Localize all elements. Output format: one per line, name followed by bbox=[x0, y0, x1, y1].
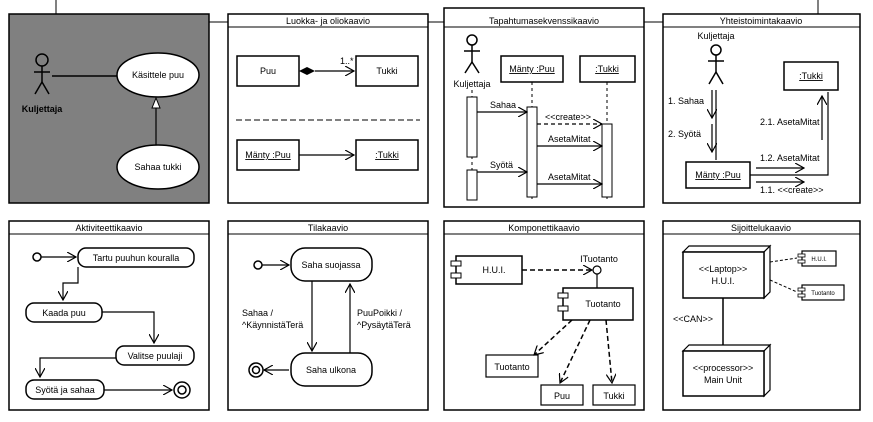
activity-panel: Aktiviteettikaavio Tartu puuhun kouralla… bbox=[8, 220, 210, 411]
component-tukki bbox=[592, 384, 636, 406]
sequence-object-tukki bbox=[579, 55, 636, 83]
class-box-tukki bbox=[355, 55, 419, 87]
usecase-ellipse-1 bbox=[116, 52, 200, 98]
deployment-node-processor bbox=[681, 343, 772, 398]
sequence-panel: Tapahtumasekvenssikaavio Kuljettaja Mänt… bbox=[443, 7, 645, 208]
object-box-tukki bbox=[355, 139, 419, 171]
component-hui-label: H.U.I. bbox=[482, 265, 505, 275]
collaboration-msg-12: 1.2. AsetaMitat bbox=[760, 153, 820, 163]
collaboration-msg-21: 2.1. AsetaMitat bbox=[760, 117, 820, 127]
deployment-panel-title: Sijoittelukaavio bbox=[731, 223, 791, 233]
state-label-2: Saha ulkona bbox=[306, 365, 356, 375]
state-node-1 bbox=[290, 247, 373, 282]
deployment-component-hui bbox=[801, 250, 837, 267]
deployment-node-laptop bbox=[681, 244, 772, 300]
usecase-panel: Kuljettaja Käsittele puu Sahaa tukki bbox=[8, 13, 210, 204]
usecase-actor-icon bbox=[34, 53, 50, 95]
sequence-msg-setdims-2: AsetaMitat bbox=[548, 172, 591, 182]
component-package-tuotanto bbox=[485, 354, 539, 378]
top-connector-line bbox=[55, 0, 819, 23]
object-box-manty bbox=[236, 139, 300, 171]
component-tuotanto-label: Tuotanto bbox=[585, 299, 620, 309]
class-panel-title: Luokka- ja oliokaavio bbox=[286, 16, 370, 26]
generalization-arrow-icon bbox=[151, 96, 161, 109]
activity-label-2: Kaada puu bbox=[42, 308, 86, 318]
activity-node-3 bbox=[115, 345, 195, 366]
usecase-ellipse-2 bbox=[116, 144, 200, 190]
sequence-object-manty-label: Mänty :Puu bbox=[509, 64, 555, 74]
state-transition-2-line1: PuuPoikki / bbox=[357, 308, 403, 318]
collaboration-actor-icon bbox=[708, 44, 724, 85]
deployment-node2-name: Main Unit bbox=[704, 375, 743, 385]
class-box-puu bbox=[236, 55, 300, 87]
deployment-node1-name: H.U.I. bbox=[711, 276, 734, 286]
sequence-object-tukki-label: :Tukki bbox=[595, 64, 619, 74]
class-panel: Luokka- ja oliokaavio Puu Tukki 1..* Män… bbox=[227, 13, 429, 204]
activity-start-icon bbox=[32, 252, 42, 262]
collaboration-panel-title: Yhteistoimintakaavio bbox=[720, 16, 803, 26]
component-panel-title: Komponettikaavio bbox=[508, 223, 580, 233]
deployment-node1-stereotype: <<Laptop>> bbox=[699, 264, 748, 274]
component-tukki-label: Tukki bbox=[603, 391, 624, 401]
activity-panel-title: Aktiviteettikaavio bbox=[75, 223, 142, 233]
collaboration-actor-label: Kuljettaja bbox=[697, 31, 734, 41]
collaboration-object-manty-label: Mänty :Puu bbox=[695, 170, 741, 180]
class-multiplicity: 1..* bbox=[340, 56, 354, 66]
sequence-msg-sahaa: Sahaa bbox=[490, 100, 516, 110]
deployment-component-tuotanto bbox=[801, 284, 845, 301]
usecase-actor-label: Kuljettaja bbox=[22, 104, 64, 114]
collaboration-msg-1: 1. Sahaa bbox=[668, 96, 704, 106]
collaboration-msg-2: 2. Syötä bbox=[668, 129, 701, 139]
component-tuotanto bbox=[562, 287, 634, 321]
sequence-panel-title: Tapahtumasekvenssikaavio bbox=[489, 16, 599, 26]
activity-label-1: Tartu puuhun kouralla bbox=[93, 253, 180, 263]
collaboration-object-tukki-label: :Tukki bbox=[799, 71, 823, 81]
component-package-tuotanto-label: Tuotanto bbox=[494, 362, 529, 372]
deployment-node2-stereotype: <<processor>> bbox=[693, 363, 754, 373]
usecase-label-2: Sahaa tukki bbox=[134, 162, 181, 172]
sequence-msg-create: <<create>> bbox=[545, 112, 591, 122]
state-start-icon bbox=[253, 260, 263, 270]
sequence-actor-label: Kuljettaja bbox=[453, 79, 490, 89]
state-transition-1-line1: Sahaa / bbox=[242, 308, 274, 318]
object-label-manty: Mänty :Puu bbox=[245, 150, 291, 160]
sequence-msg-syota: Syötä bbox=[490, 160, 513, 170]
deployment-panel: Sijoittelukaavio <<Laptop>> H.U.I. H.U.I… bbox=[662, 220, 861, 411]
object-label-tukki: :Tukki bbox=[375, 150, 399, 160]
component-panel: Komponettikaavio H.U.I. ITuotanto Tuotan… bbox=[443, 220, 645, 411]
state-label-1: Saha suojassa bbox=[301, 260, 360, 270]
sequence-actor-icon bbox=[464, 34, 480, 74]
collaboration-msg-11: 1.1. <<create>> bbox=[760, 185, 824, 195]
state-node-2 bbox=[290, 352, 373, 387]
interface-lollipop-icon bbox=[592, 265, 602, 275]
deployment-component-hui-label: H.U.I. bbox=[811, 257, 827, 263]
state-panel-title: Tilakaavio bbox=[308, 223, 348, 233]
component-interface-label: ITuotanto bbox=[580, 254, 618, 264]
activity-label-4: Syötä ja sahaa bbox=[35, 385, 95, 395]
component-puu bbox=[540, 384, 584, 406]
state-transition-1-line2: ^KäynnistäTerä bbox=[242, 320, 303, 330]
class-label-puu: Puu bbox=[260, 66, 276, 76]
collaboration-panel: Yhteistoimintakaavio Kuljettaja :Tukki M… bbox=[662, 13, 861, 204]
deployment-link-label: <<CAN>> bbox=[673, 314, 713, 324]
activity-label-3: Valitse puulaji bbox=[128, 351, 183, 361]
component-puu-label: Puu bbox=[554, 391, 570, 401]
collaboration-object-tukki bbox=[783, 61, 839, 91]
composition-diamond-icon bbox=[299, 67, 315, 75]
usecase-label-1: Käsittele puu bbox=[132, 70, 184, 80]
activity-node-1 bbox=[77, 247, 195, 268]
state-panel: Tilakaavio Saha suojassa Saha ulkona Sah… bbox=[227, 220, 429, 411]
class-label-tukki: Tukki bbox=[376, 66, 397, 76]
class-panel-frame bbox=[227, 13, 429, 204]
deployment-component-tuotanto-label: Tuotanto bbox=[811, 291, 835, 297]
sequence-msg-setdims-1: AsetaMitat bbox=[548, 134, 591, 144]
state-transition-2-line2: ^PysäytäTerä bbox=[357, 320, 411, 330]
